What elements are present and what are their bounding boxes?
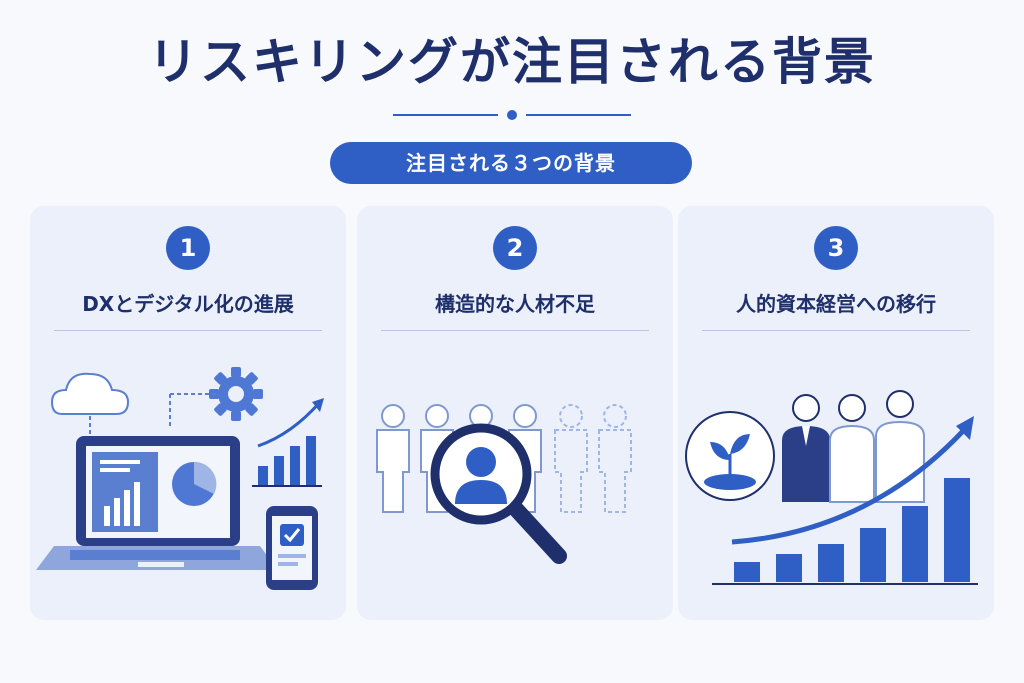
card-title: 人的資本経営への移行 xyxy=(736,292,936,316)
person-icon xyxy=(455,447,507,504)
laptop-icon xyxy=(36,436,278,570)
trend-arrow-icon xyxy=(731,416,974,545)
talent-shortage-illustration xyxy=(376,404,632,564)
growth-arrow-icon xyxy=(252,398,324,487)
smartphone-check-icon xyxy=(266,506,318,590)
growth-bar-chart-icon xyxy=(712,478,978,585)
card-number: 1 xyxy=(166,226,210,270)
cloud-icon xyxy=(50,372,130,438)
gear-icon xyxy=(209,367,263,421)
title-divider xyxy=(393,110,631,120)
card-number: 3 xyxy=(814,226,858,270)
card-divider xyxy=(702,330,970,331)
page-title: リスキリングが注目される背景 xyxy=(148,33,876,91)
card-human-capital: 3 人的資本経営への移行 xyxy=(678,206,994,620)
card-title: 構造的な人材不足 xyxy=(435,292,595,316)
sprout-icon xyxy=(685,411,775,501)
dashed-people-icon xyxy=(554,404,632,513)
magnifier-icon xyxy=(430,423,567,564)
subtitle-pill: 注目される３つの背景 xyxy=(330,142,692,184)
business-people-icon xyxy=(782,390,925,503)
card-divider xyxy=(54,330,322,331)
card-talent-shortage: 2 構造的な人材不足 xyxy=(357,206,673,620)
card-number: 2 xyxy=(493,226,537,270)
card-divider xyxy=(381,330,649,331)
pie-chart-icon xyxy=(172,461,217,506)
card-dx: 1 DXとデジタル化の進展 xyxy=(30,206,346,620)
bar-chart-icon xyxy=(104,482,140,526)
dx-illustration xyxy=(36,367,324,590)
human-capital-illustration xyxy=(685,390,978,585)
card-title: DXとデジタル化の進展 xyxy=(82,292,294,316)
